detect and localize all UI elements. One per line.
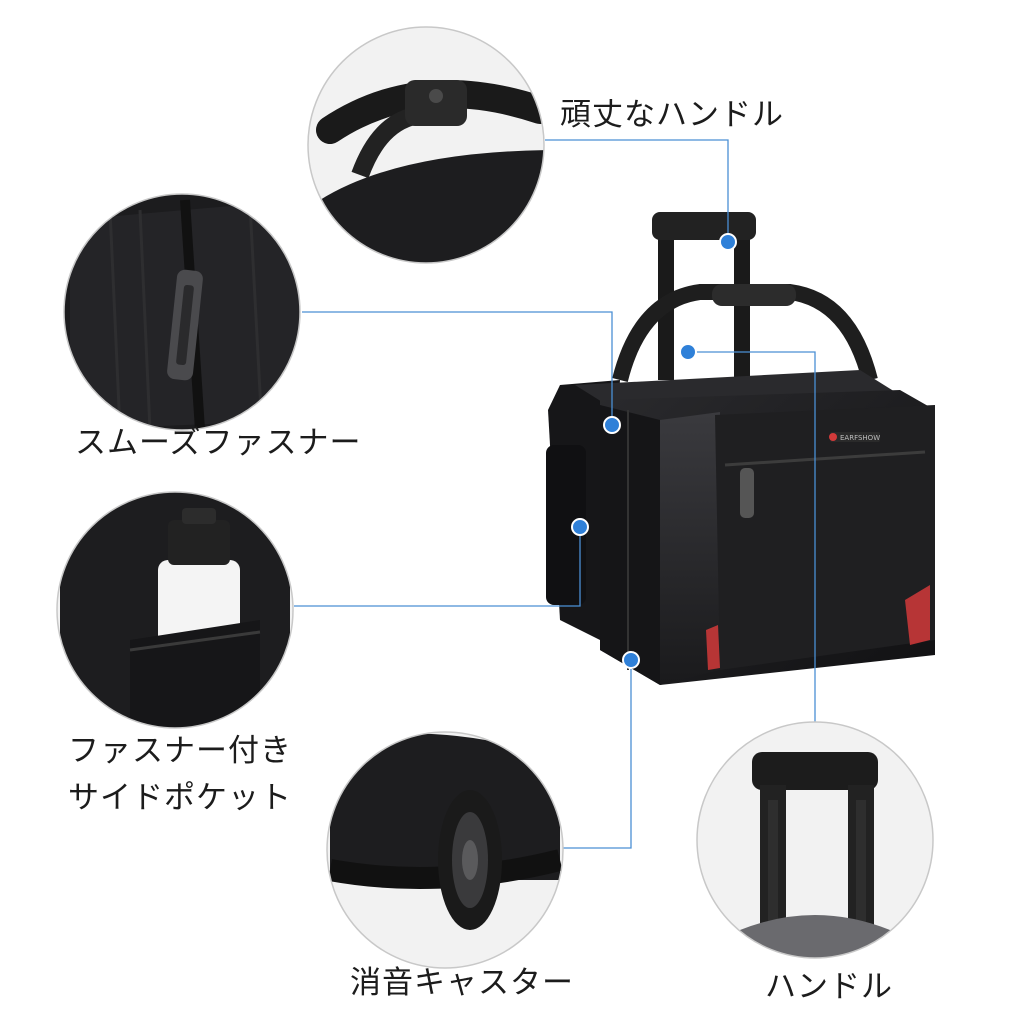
callout-line-side-pocket [294, 527, 581, 607]
label-side-pocket-line2: サイドポケット [68, 779, 292, 816]
label-trolley-handle: ハンドル [765, 969, 893, 1005]
zoom-circle-caster [326, 731, 564, 969]
zoom-circle-trolley-handle [696, 721, 934, 959]
callout-line-trolley [688, 351, 816, 722]
callout-dot-trolley [679, 343, 697, 361]
callout-line-caster [562, 660, 632, 849]
callout-line-handle [545, 139, 729, 242]
brand-logo: EARFSHOW [840, 434, 880, 442]
zoom-circle-side-pocket [56, 491, 294, 729]
label-sturdy-handle: 頑丈なハンドル [560, 97, 784, 133]
zoom-circle-zipper [63, 193, 301, 431]
callout-lines [294, 139, 816, 849]
zoom-circle-sturdy-handle [307, 26, 545, 264]
callout-dot-handle [719, 233, 737, 251]
callout-line-zipper [302, 311, 613, 425]
label-side-pocket: ファスナー付き サイドポケット [68, 728, 292, 821]
callout-dot-zipper [603, 416, 621, 434]
laptop-rolling-bag: EARFSHOW [546, 212, 935, 685]
label-smooth-zipper: スムーズファスナー [75, 425, 362, 461]
label-side-pocket-line1: ファスナー付き [68, 733, 292, 769]
callout-dots [571, 233, 737, 669]
callout-dot-side-pocket [571, 518, 589, 536]
callout-dot-caster [622, 651, 640, 669]
label-quiet-caster: 消音キャスター [350, 965, 574, 1001]
